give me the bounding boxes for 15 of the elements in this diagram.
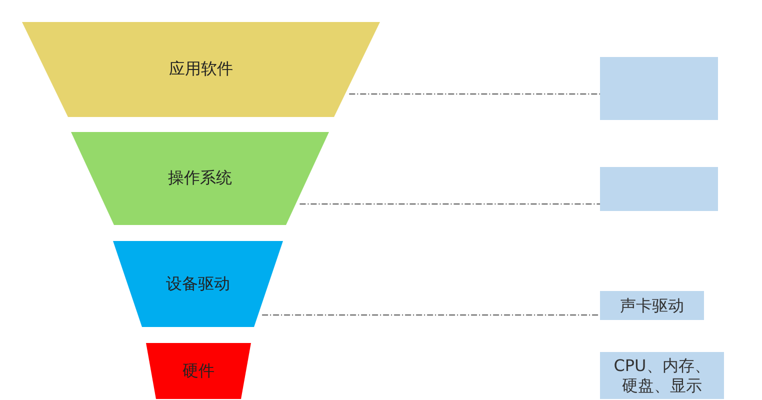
layer-label: 操作系统 <box>168 168 232 189</box>
layer-label: 设备驱动 <box>166 274 230 294</box>
note-box <box>600 57 718 120</box>
note-box <box>600 291 704 320</box>
layer-label: 声卡驱动 <box>620 296 684 316</box>
leader-line <box>262 314 600 316</box>
layer-label: 应用软件 <box>169 59 233 80</box>
note-box <box>600 167 718 211</box>
funnel-layer <box>22 22 380 117</box>
funnel-layer <box>146 343 251 399</box>
note-box <box>600 352 724 399</box>
layer-label: CPU、内存、硬盘、显示 <box>612 356 712 396</box>
layer-label: 硬件 <box>182 360 214 382</box>
funnel-layer <box>113 241 283 327</box>
funnel-layer <box>71 132 329 225</box>
